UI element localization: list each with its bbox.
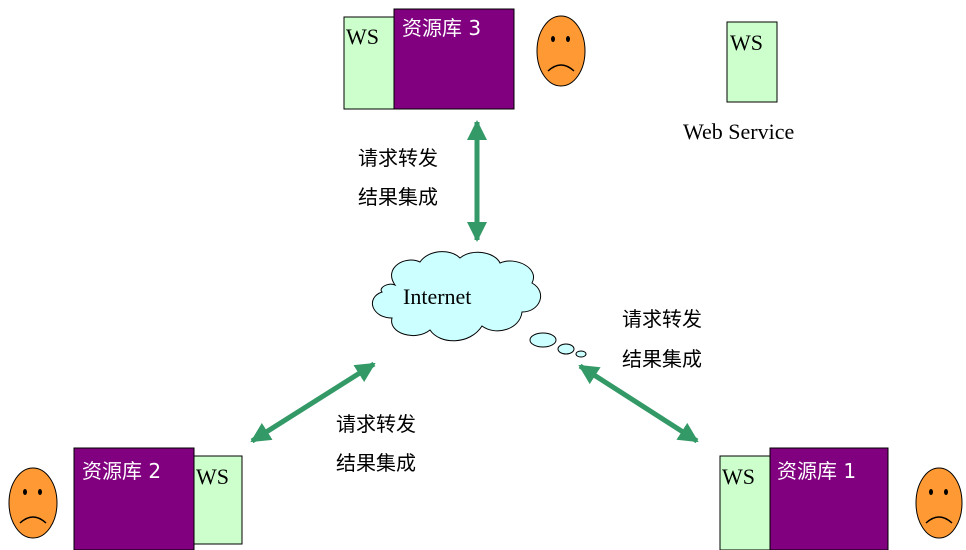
repository-1: [719, 447, 889, 550]
sad-face-icon: [8, 467, 58, 539]
ws-box-1: [719, 455, 771, 550]
sad-face-icon: [915, 467, 963, 539]
legend-ws-box: [726, 21, 778, 103]
link-label-line1: 请求转发: [358, 146, 438, 170]
repository-box-2: [73, 447, 195, 550]
ws-label: WS: [346, 24, 379, 49]
repository-box-1: [769, 447, 889, 550]
link-arrow-right: [578, 363, 699, 444]
ws-box-2: [193, 455, 243, 545]
link-label-line1: 请求转发: [336, 412, 416, 436]
ws-label: WS: [196, 464, 229, 489]
link-label-line2: 结果集成: [358, 185, 438, 209]
repository-name: 资源库 1: [777, 459, 857, 483]
link-label-line2: 结果集成: [622, 347, 702, 371]
repository-box-3: [393, 8, 515, 110]
internet-cloud-icon: [371, 251, 587, 358]
sad-face-icon: [536, 15, 586, 87]
ws-label: WS: [722, 464, 755, 489]
repository-name: 资源库 2: [82, 459, 162, 483]
legend-ws-label: WS: [730, 30, 763, 55]
repository-name: 资源库 3: [402, 16, 482, 40]
link-arrow-left: [250, 361, 376, 444]
repository-3: [343, 8, 515, 110]
ws-box-3: [343, 16, 395, 110]
link-label-line1: 请求转发: [622, 307, 702, 331]
cloud-label: Internet: [403, 284, 472, 309]
link-label-line2: 结果集成: [336, 451, 416, 475]
repository-2: [73, 447, 243, 550]
legend-caption: Web Service: [683, 119, 795, 144]
